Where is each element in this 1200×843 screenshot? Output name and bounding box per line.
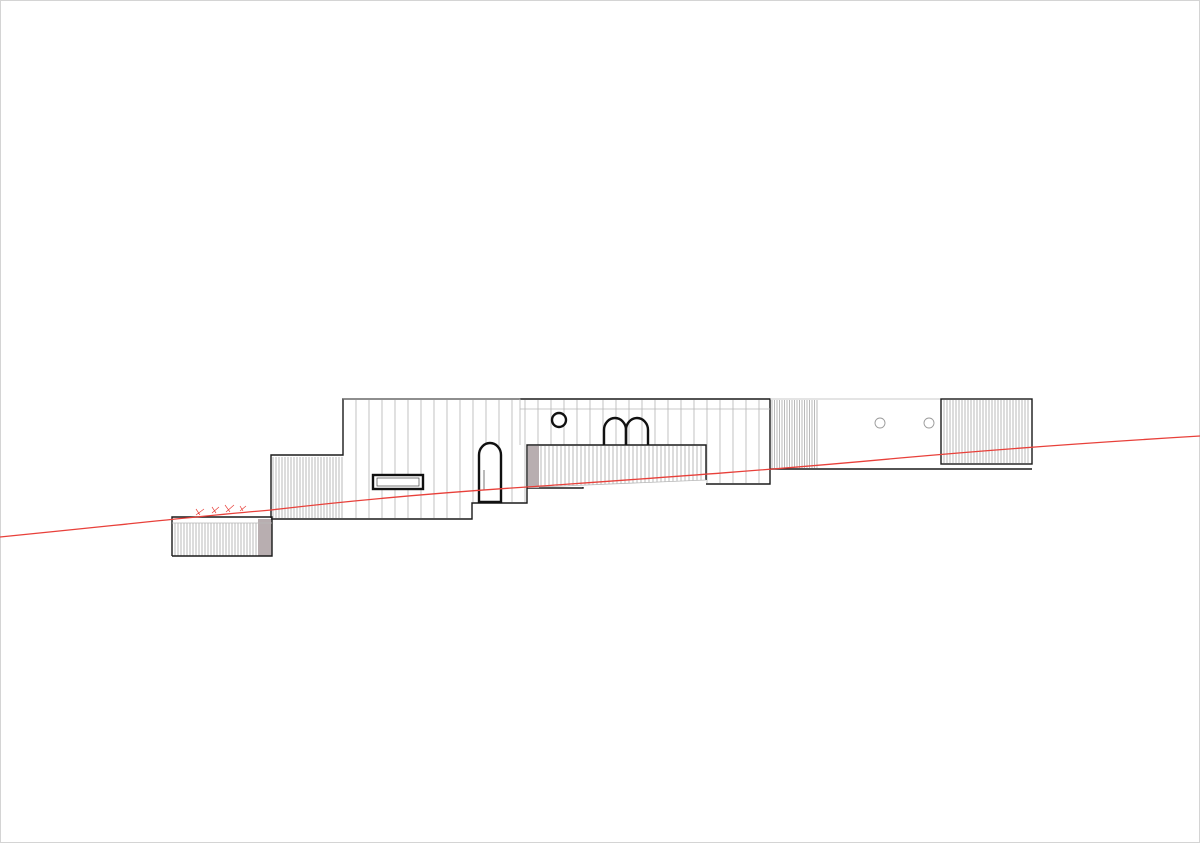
ground-line — [0, 435, 1200, 538]
arched-door — [477, 441, 503, 504]
end-pavilion-volume — [940, 398, 1033, 465]
ground-planting — [195, 504, 247, 516]
horizontal-window — [371, 473, 425, 491]
covered-walkway — [770, 398, 1032, 470]
double-arch-openings — [602, 416, 650, 445]
terrace-volume — [526, 444, 707, 488]
lower-annex-volume — [171, 516, 273, 557]
round-window — [550, 411, 568, 429]
